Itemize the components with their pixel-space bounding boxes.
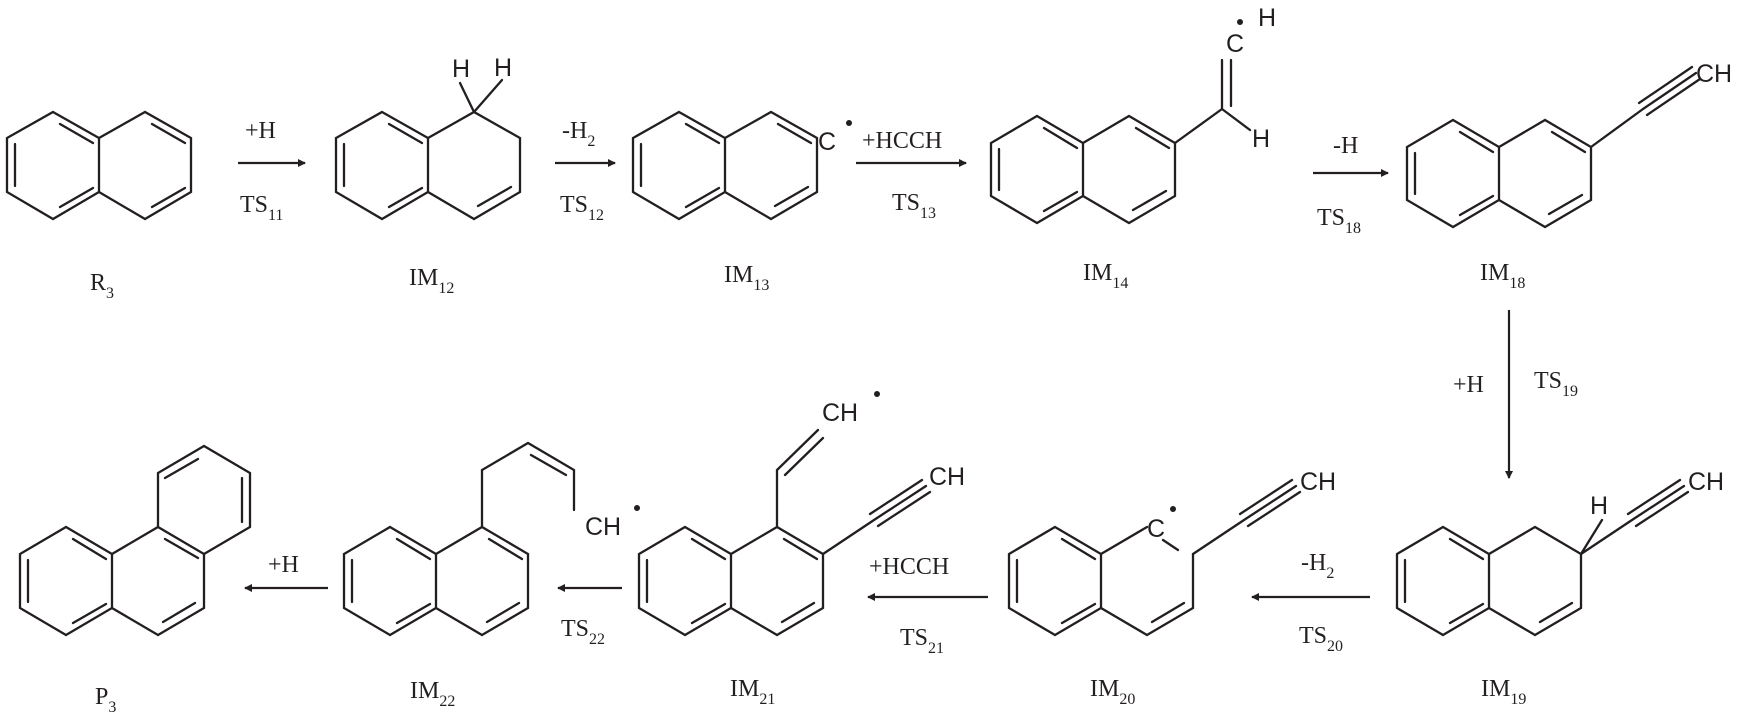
reagent-step-23: +H: [268, 552, 299, 578]
atom-H-IM14-top: H: [1258, 4, 1276, 32]
reagent-step-19: +H: [1453, 372, 1484, 398]
reagent-step-20: -H2: [1301, 550, 1334, 582]
atom-CH-IM22: CH: [585, 513, 621, 541]
reagent-step-12: -H2: [562, 118, 595, 150]
reagent-step-21: +HCCH: [869, 554, 949, 580]
atom-CH-IM20: CH: [1300, 468, 1336, 496]
radical-dot-IM22: [634, 505, 640, 511]
molecule-IM19: [1395, 478, 1690, 637]
label-IM14: IM14: [1083, 260, 1128, 292]
atom-H-IM14-side: H: [1252, 125, 1270, 153]
atom-H-IM19: H: [1590, 492, 1608, 520]
label-R3: R3: [90, 270, 114, 302]
ts-step-12: TS12: [560, 192, 604, 224]
label-IM18: IM18: [1480, 260, 1525, 292]
label-IM19: IM19: [1481, 676, 1526, 708]
atom-C-IM13: C: [818, 128, 836, 156]
atom-C-IM14: C: [1226, 30, 1244, 58]
reagent-step-18: -H: [1333, 133, 1358, 159]
molecule-IM18: [1405, 65, 1702, 229]
label-IM13: IM13: [724, 262, 769, 294]
atom-C-IM20: C: [1147, 515, 1165, 543]
ts-step-22: TS22: [561, 616, 605, 648]
molecule-IM21: [637, 428, 932, 637]
atom-CH-IM19: CH: [1688, 468, 1724, 496]
atom-CH-IM21-ethynyl: CH: [929, 463, 965, 491]
label-IM22: IM22: [410, 678, 455, 710]
molecule-IM12: [334, 78, 522, 221]
ts-step-19: TS19: [1534, 368, 1578, 400]
label-IM12: IM12: [409, 265, 454, 297]
molecule-IM20: [1007, 478, 1302, 637]
atom-CH-IM18: CH: [1696, 60, 1732, 88]
molecule-IM14: [989, 58, 1252, 225]
radical-dot-IM13: [846, 120, 852, 126]
molecule-IM22: [342, 441, 576, 637]
atom-H-IM12-a: H: [452, 55, 470, 83]
atom-H-IM12-b: H: [494, 54, 512, 82]
radical-dot-IM20: [1170, 506, 1176, 512]
atom-CH-IM21-vinyl: CH: [822, 399, 858, 427]
reagent-step-11: +H: [245, 118, 276, 144]
reagent-step-13: +HCCH: [862, 128, 942, 154]
molecule-P3: [18, 444, 252, 637]
label-IM21: IM21: [730, 676, 775, 708]
molecule-IM13: [631, 110, 819, 221]
radical-dot-IM14: [1237, 19, 1243, 25]
molecule-R3: [5, 110, 193, 221]
label-IM20: IM20: [1090, 676, 1135, 708]
ts-step-21: TS21: [900, 625, 944, 657]
ts-step-20: TS20: [1299, 623, 1343, 655]
radical-dot-IM21: [874, 391, 880, 397]
ts-step-11: TS11: [240, 192, 283, 224]
ts-step-13: TS13: [892, 190, 936, 222]
label-P3: P3: [95, 684, 116, 716]
ts-step-18: TS18: [1317, 205, 1361, 237]
